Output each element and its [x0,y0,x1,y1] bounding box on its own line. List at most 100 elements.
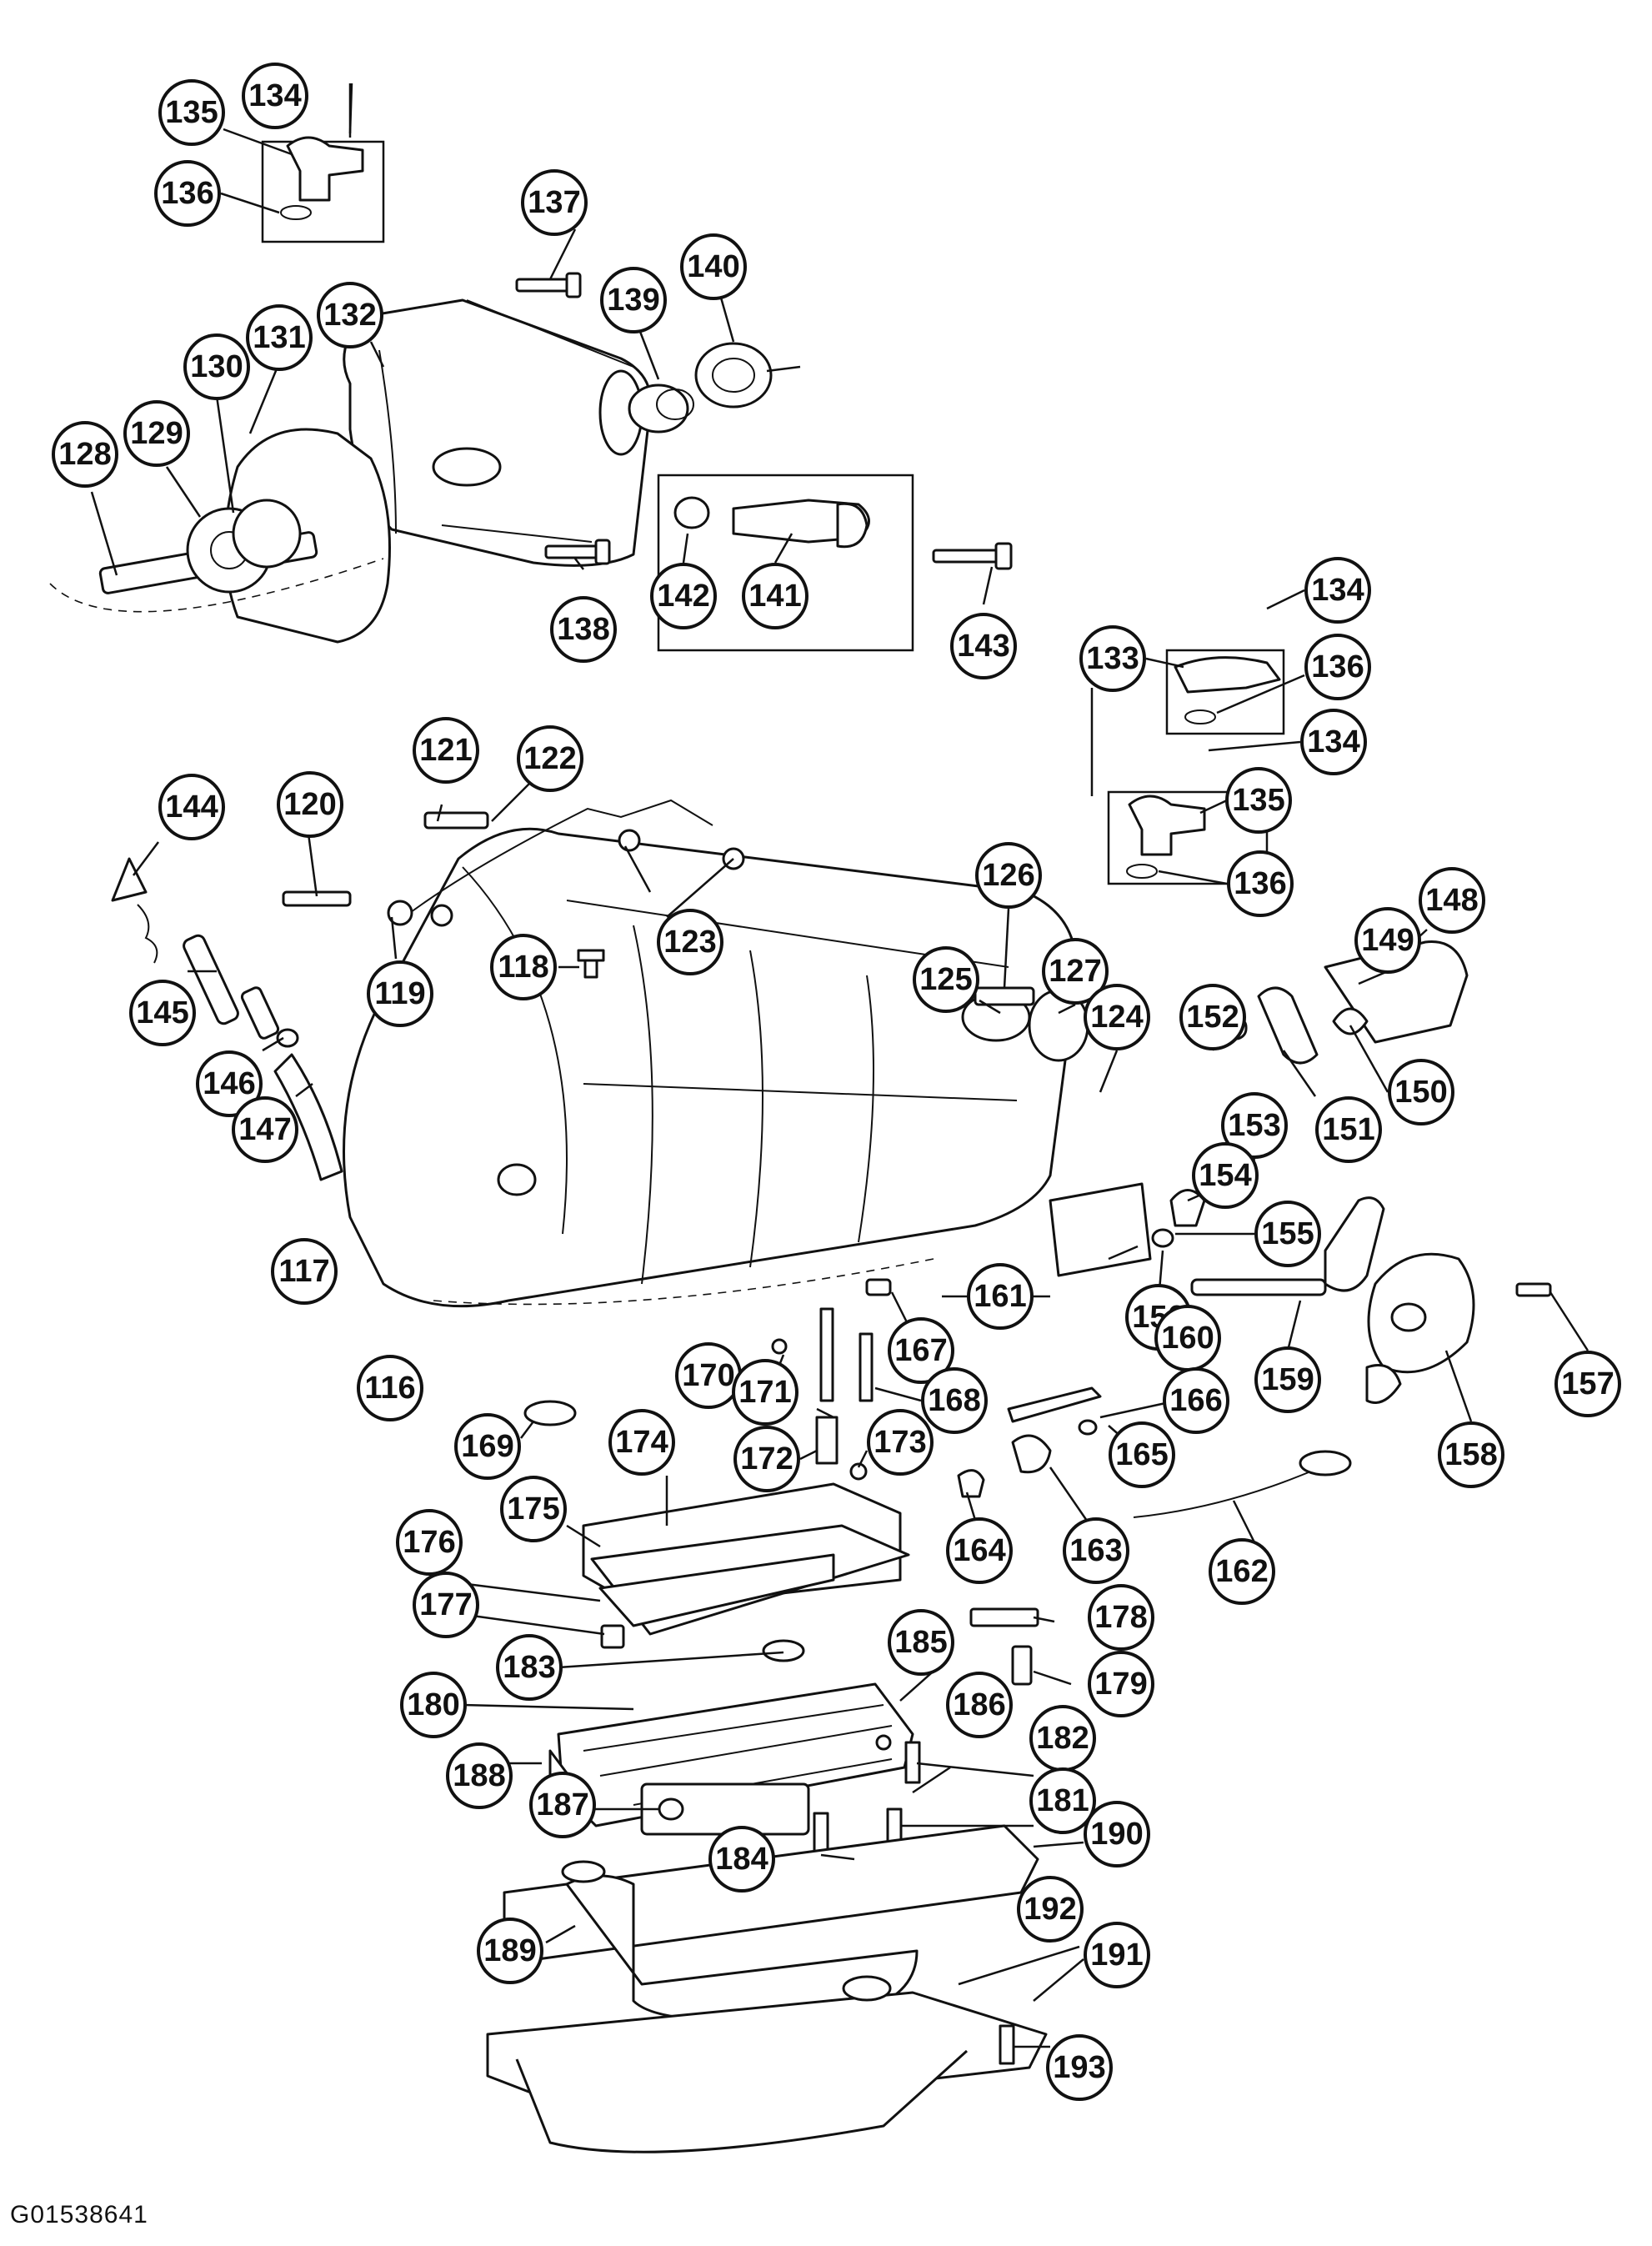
callout-152: 152 [1179,984,1246,1050]
callout-127-text: 127 [1049,954,1101,989]
callout-124-text: 124 [1090,1000,1143,1035]
callout-163-text: 163 [1069,1533,1122,1568]
callout-130: 130 [183,333,250,400]
callout-159-text: 159 [1261,1362,1314,1397]
callout-182: 182 [1029,1705,1096,1772]
callout-153: 153 [1221,1092,1288,1159]
callout-189-text: 189 [483,1933,536,1968]
callout-158: 158 [1438,1421,1504,1488]
callout-129: 129 [123,400,190,467]
bolt-143 [932,542,1013,570]
callout-185-text: 185 [894,1625,947,1660]
callout-151: 151 [1315,1096,1382,1163]
callout-173-text: 173 [874,1425,926,1460]
callout-125: 125 [913,946,979,1013]
callout-124: 124 [1084,984,1150,1050]
callout-157: 157 [1554,1351,1621,1417]
speed-sensor-box-middle [657,474,914,652]
callout-162-text: 162 [1215,1554,1268,1589]
callout-135-text: 135 [165,95,218,130]
callout-188: 188 [446,1742,513,1809]
callout-137-text: 137 [528,185,580,220]
callout-193: 193 [1046,2034,1113,2101]
output-shaft-assembly [49,499,384,613]
seal-140 [694,342,801,409]
callout-133-text: 133 [1086,641,1139,676]
callout-178: 178 [1088,1584,1154,1651]
callout-122: 122 [517,725,583,792]
callout-116: 116 [357,1355,423,1421]
callout-166: 166 [1163,1367,1229,1434]
callout-146: 146 [196,1050,263,1117]
callout-123-text: 123 [663,925,716,960]
callout-120-text: 120 [283,787,336,822]
callout-140-text: 140 [687,249,739,284]
callout-130-text: 130 [190,349,243,384]
callout-132-text: 132 [323,298,376,333]
callout-165: 165 [1109,1421,1175,1488]
transmission-case [343,827,1089,1308]
callout-191-text: 191 [1090,1938,1143,1973]
callout-169-text: 169 [461,1429,513,1464]
callout-125-text: 125 [919,962,972,997]
callout-123: 123 [657,909,723,975]
callout-134b-text: 134 [1311,573,1364,608]
callout-160-text: 160 [1161,1321,1214,1356]
callout-192-text: 192 [1024,1892,1076,1927]
callout-166-text: 166 [1169,1383,1222,1418]
callout-145-text: 145 [136,995,188,1030]
callout-183-text: 183 [503,1650,555,1685]
callout-135: 135 [158,79,225,146]
callout-126: 126 [975,842,1042,909]
callout-118-text: 118 [498,950,548,985]
callout-155: 155 [1254,1201,1321,1267]
cooler-tube-122 [282,799,745,927]
callout-192: 192 [1017,1876,1084,1943]
callout-142: 142 [650,563,717,629]
callout-179: 179 [1088,1651,1154,1717]
callout-138-text: 138 [557,612,609,647]
callout-134c: 134 [1300,709,1367,775]
separator-plates [582,1482,1039,1686]
callout-134c-text: 134 [1307,724,1359,760]
callout-184-text: 184 [715,1842,768,1877]
callout-172-text: 172 [740,1441,793,1476]
callout-159: 159 [1254,1346,1321,1413]
callout-171: 171 [732,1359,798,1426]
callout-119-text: 119 [374,976,425,1011]
callout-143: 143 [950,613,1017,679]
callout-122-text: 122 [523,741,576,776]
callout-132: 132 [317,282,383,348]
callout-136b: 136 [1304,634,1371,700]
callout-154-text: 154 [1199,1158,1251,1193]
callout-120: 120 [277,771,343,838]
callout-135b-text: 135 [1232,783,1284,818]
callout-119: 119 [367,960,433,1027]
callout-183: 183 [496,1634,563,1701]
callout-141-text: 141 [748,579,801,614]
callout-121-text: 121 [419,733,472,768]
callout-135b: 135 [1225,767,1292,834]
callout-187: 187 [529,1772,596,1838]
callout-133: 133 [1079,625,1146,692]
callout-179-text: 179 [1094,1667,1147,1702]
speed-sensor-box-right [1090,649,1285,885]
callout-177-text: 177 [419,1587,472,1622]
callout-117: 117 [271,1238,338,1305]
callout-167-text: 167 [894,1333,947,1368]
callout-176-text: 176 [403,1525,455,1560]
callout-136b-text: 136 [1311,649,1364,684]
callout-144-text: 144 [165,790,218,825]
callout-141: 141 [742,563,808,629]
callout-152-text: 152 [1186,1000,1239,1035]
callout-164: 164 [946,1517,1013,1584]
callout-158-text: 158 [1444,1437,1497,1472]
callout-149: 149 [1354,907,1421,974]
callout-168-text: 168 [928,1383,980,1418]
callout-161-text: 161 [974,1279,1026,1314]
callout-139: 139 [600,267,667,333]
callout-148: 148 [1419,867,1485,934]
callout-134b: 134 [1304,557,1371,624]
callout-184: 184 [708,1826,775,1893]
